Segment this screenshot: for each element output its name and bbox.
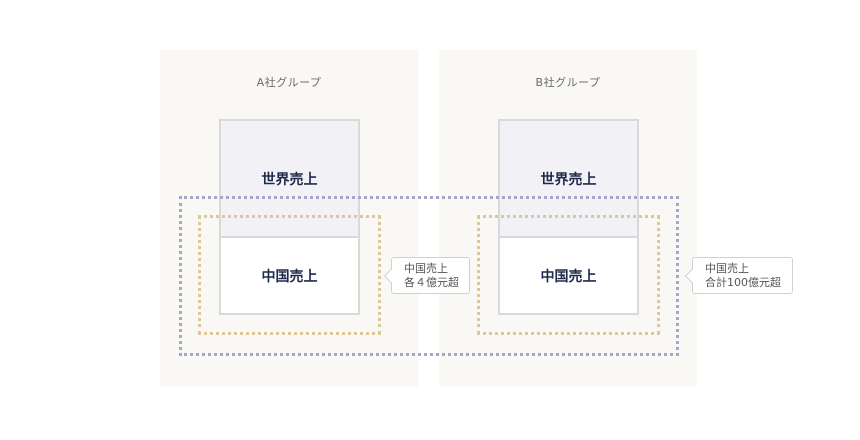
china-sales-label: 中国売上: [540, 268, 597, 285]
callout-line: 中国売上: [705, 262, 749, 275]
callout-line: 中国売上: [404, 262, 448, 275]
china-sales-box-b: 中国売上: [498, 236, 639, 315]
callout-line: 各４億元超: [404, 276, 459, 289]
group-title: B社グループ: [535, 76, 601, 89]
callout-combined-china-sales: 中国売上 合計100億元超: [692, 257, 793, 294]
individual-scope-outline-a: [198, 215, 381, 335]
china-sales-label: 中国売上: [261, 268, 318, 285]
callout-each-china-sales: 中国売上 各４億元超: [391, 257, 470, 294]
combined-scope-outline: [179, 196, 679, 356]
callout-line: 合計100億元超: [705, 276, 781, 289]
world-sales-label: 世界売上: [261, 171, 318, 188]
china-sales-box-a: 中国売上: [219, 236, 360, 315]
world-sales-label: 世界売上: [540, 171, 597, 188]
individual-scope-outline-b: [477, 215, 660, 335]
group-title: A社グループ: [256, 76, 322, 89]
